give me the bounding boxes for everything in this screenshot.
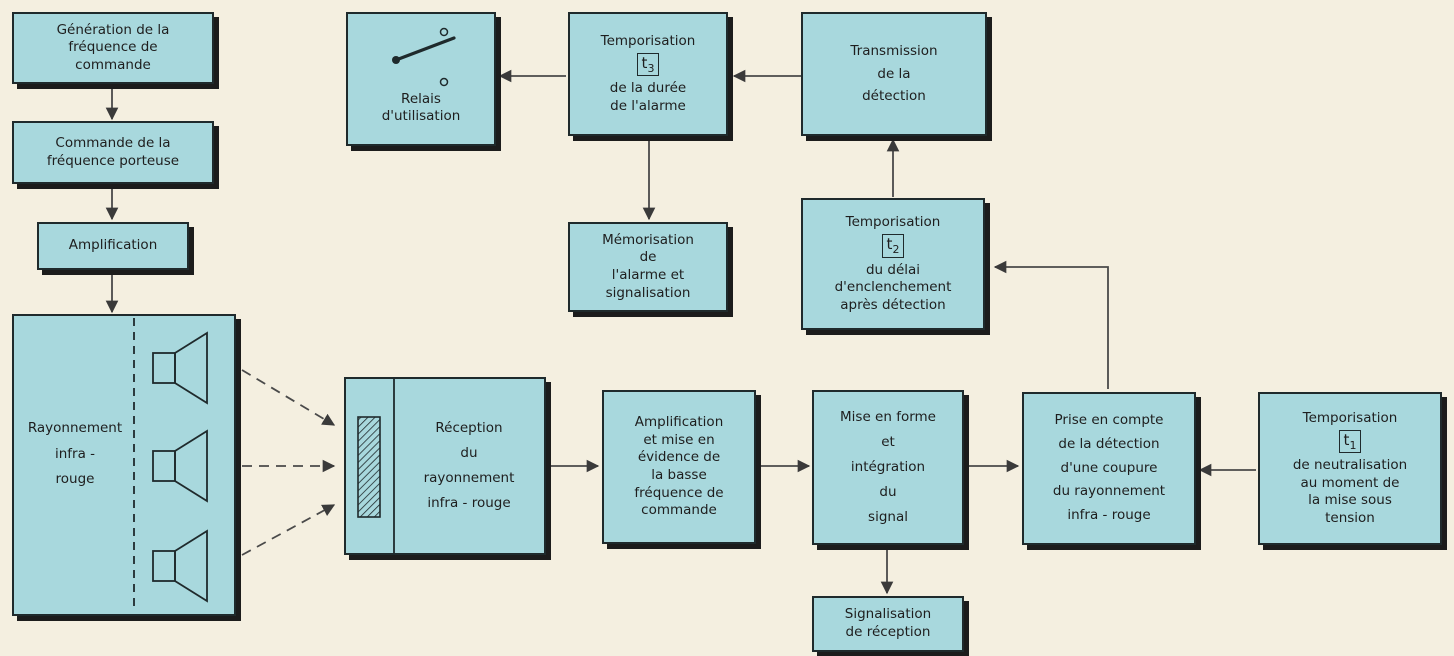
- block-line: fréquence porteuse: [46, 152, 180, 169]
- block-line: du: [879, 483, 897, 500]
- block-line: Génération de la: [56, 21, 170, 38]
- block-reception: Réception du rayonnement infra - rouge: [344, 377, 546, 555]
- block-line: la basse: [651, 467, 707, 483]
- emitter-icon: [152, 429, 208, 503]
- block-line: Commande de la: [55, 134, 171, 151]
- time-constant-t3: t3: [636, 53, 660, 77]
- block-line: tension: [1325, 509, 1375, 526]
- block-amplification: Amplification: [37, 222, 189, 270]
- time-tag: t: [886, 235, 893, 254]
- block-line: du: [460, 445, 478, 462]
- block-prise-en-compte: Prise en compte de la détection d'une co…: [1022, 392, 1196, 545]
- block-line: fréquence de: [68, 39, 158, 56]
- block-line: d'une coupure: [1060, 459, 1158, 476]
- block-title: Temporisation: [1302, 409, 1398, 426]
- block-line: d'enclenchement: [834, 279, 952, 296]
- time-sub: 1: [1349, 439, 1357, 453]
- block-line: rayonnement: [423, 470, 515, 486]
- block-line: de neutralisation: [1292, 457, 1408, 474]
- block-temporisation-t2: Temporisation t2 du délai d'enclenchemen…: [801, 198, 985, 330]
- block-line: l'alarme et: [611, 267, 685, 283]
- block-line: Amplification: [68, 237, 158, 254]
- block-line: infra - rouge: [1067, 506, 1151, 523]
- block-line: d'utilisation: [381, 108, 461, 125]
- block-transmission: Transmission de la détection: [801, 12, 987, 136]
- block-line: Mise en forme: [840, 409, 936, 426]
- block-commande-frequence: Commande de la fréquence porteuse: [12, 121, 214, 184]
- time-sub: 3: [647, 62, 655, 76]
- block-line: du rayonnement: [1052, 483, 1166, 500]
- block-line: infra -: [54, 445, 96, 462]
- time-sub: 2: [892, 243, 900, 257]
- block-line: rouge: [55, 471, 95, 488]
- time-tag: t: [641, 54, 648, 73]
- block-memorisation: Mémorisation de l'alarme et signalisatio…: [568, 222, 728, 312]
- block-signalisation-reception: Signalisation de réception: [812, 596, 964, 652]
- block-line: infra - rouge: [427, 494, 511, 511]
- block-line: Signalisation: [844, 606, 932, 623]
- arrow-prise-to-t2: [993, 260, 1109, 389]
- block-line: intégration: [850, 459, 926, 476]
- block-amplification-mise-en-evidence: Amplification et mise en évidence de la …: [602, 390, 756, 544]
- block-line: de l'alarme: [610, 97, 686, 114]
- block-title: Temporisation: [845, 213, 941, 230]
- block-line: signalisation: [605, 284, 691, 301]
- emitter-graphics: [133, 318, 208, 612]
- block-line: de: [639, 249, 657, 266]
- block-rayonnement: Rayonnement infra - rouge: [12, 314, 236, 616]
- emitter-icon: [152, 331, 208, 405]
- block-line: de la: [877, 65, 911, 82]
- block-line: Réception: [435, 420, 503, 437]
- arrow-beam-bottom: [241, 504, 336, 556]
- block-line: au moment de: [1300, 474, 1400, 491]
- block-line: évidence de: [637, 449, 721, 466]
- emitter-icon: [152, 529, 208, 603]
- block-line: de la détection: [1058, 436, 1160, 453]
- block-line: signal: [868, 508, 908, 525]
- arrow-beam-top: [241, 369, 336, 426]
- block-line: détection: [862, 88, 926, 105]
- block-line: Rayonnement: [27, 420, 123, 436]
- block-line: Amplification: [634, 414, 724, 431]
- block-line: de la durée: [609, 80, 687, 97]
- block-line: et: [881, 434, 895, 451]
- block-temporisation-t1: Temporisation t1 de neutralisation au mo…: [1258, 392, 1442, 545]
- time-tag: t: [1343, 431, 1350, 450]
- block-line: fréquence de: [634, 484, 724, 501]
- block-line: commande: [75, 56, 151, 73]
- block-line: de réception: [845, 624, 931, 640]
- block-mise-en-forme: Mise en forme et intégration du signal: [812, 390, 964, 545]
- block-line: et mise en: [643, 431, 715, 448]
- block-generation-frequence: Génération de la fréquence de commande: [12, 12, 214, 84]
- block-line: Prise en compte: [1054, 412, 1164, 429]
- block-line: Transmission: [850, 42, 938, 59]
- block-line: Relais: [401, 90, 441, 107]
- block-temporisation-t3: Temporisation t3 de la durée de l'alarme: [568, 12, 728, 136]
- block-relais: Relais d'utilisation: [346, 12, 496, 146]
- block-line: la mise sous: [1308, 492, 1392, 509]
- block-title: Temporisation: [600, 32, 696, 49]
- block-line: après détection: [840, 296, 946, 313]
- relay-switch-icon: [392, 27, 456, 87]
- block-line: du délai: [865, 261, 921, 278]
- block-line: Mémorisation: [602, 231, 694, 248]
- time-constant-t2: t2: [881, 234, 905, 258]
- time-constant-t1: t1: [1338, 430, 1362, 454]
- block-line: commande: [641, 502, 717, 519]
- photodetector-icon: [357, 377, 395, 555]
- rayonnement-label: Rayonnement infra - rouge: [14, 416, 136, 493]
